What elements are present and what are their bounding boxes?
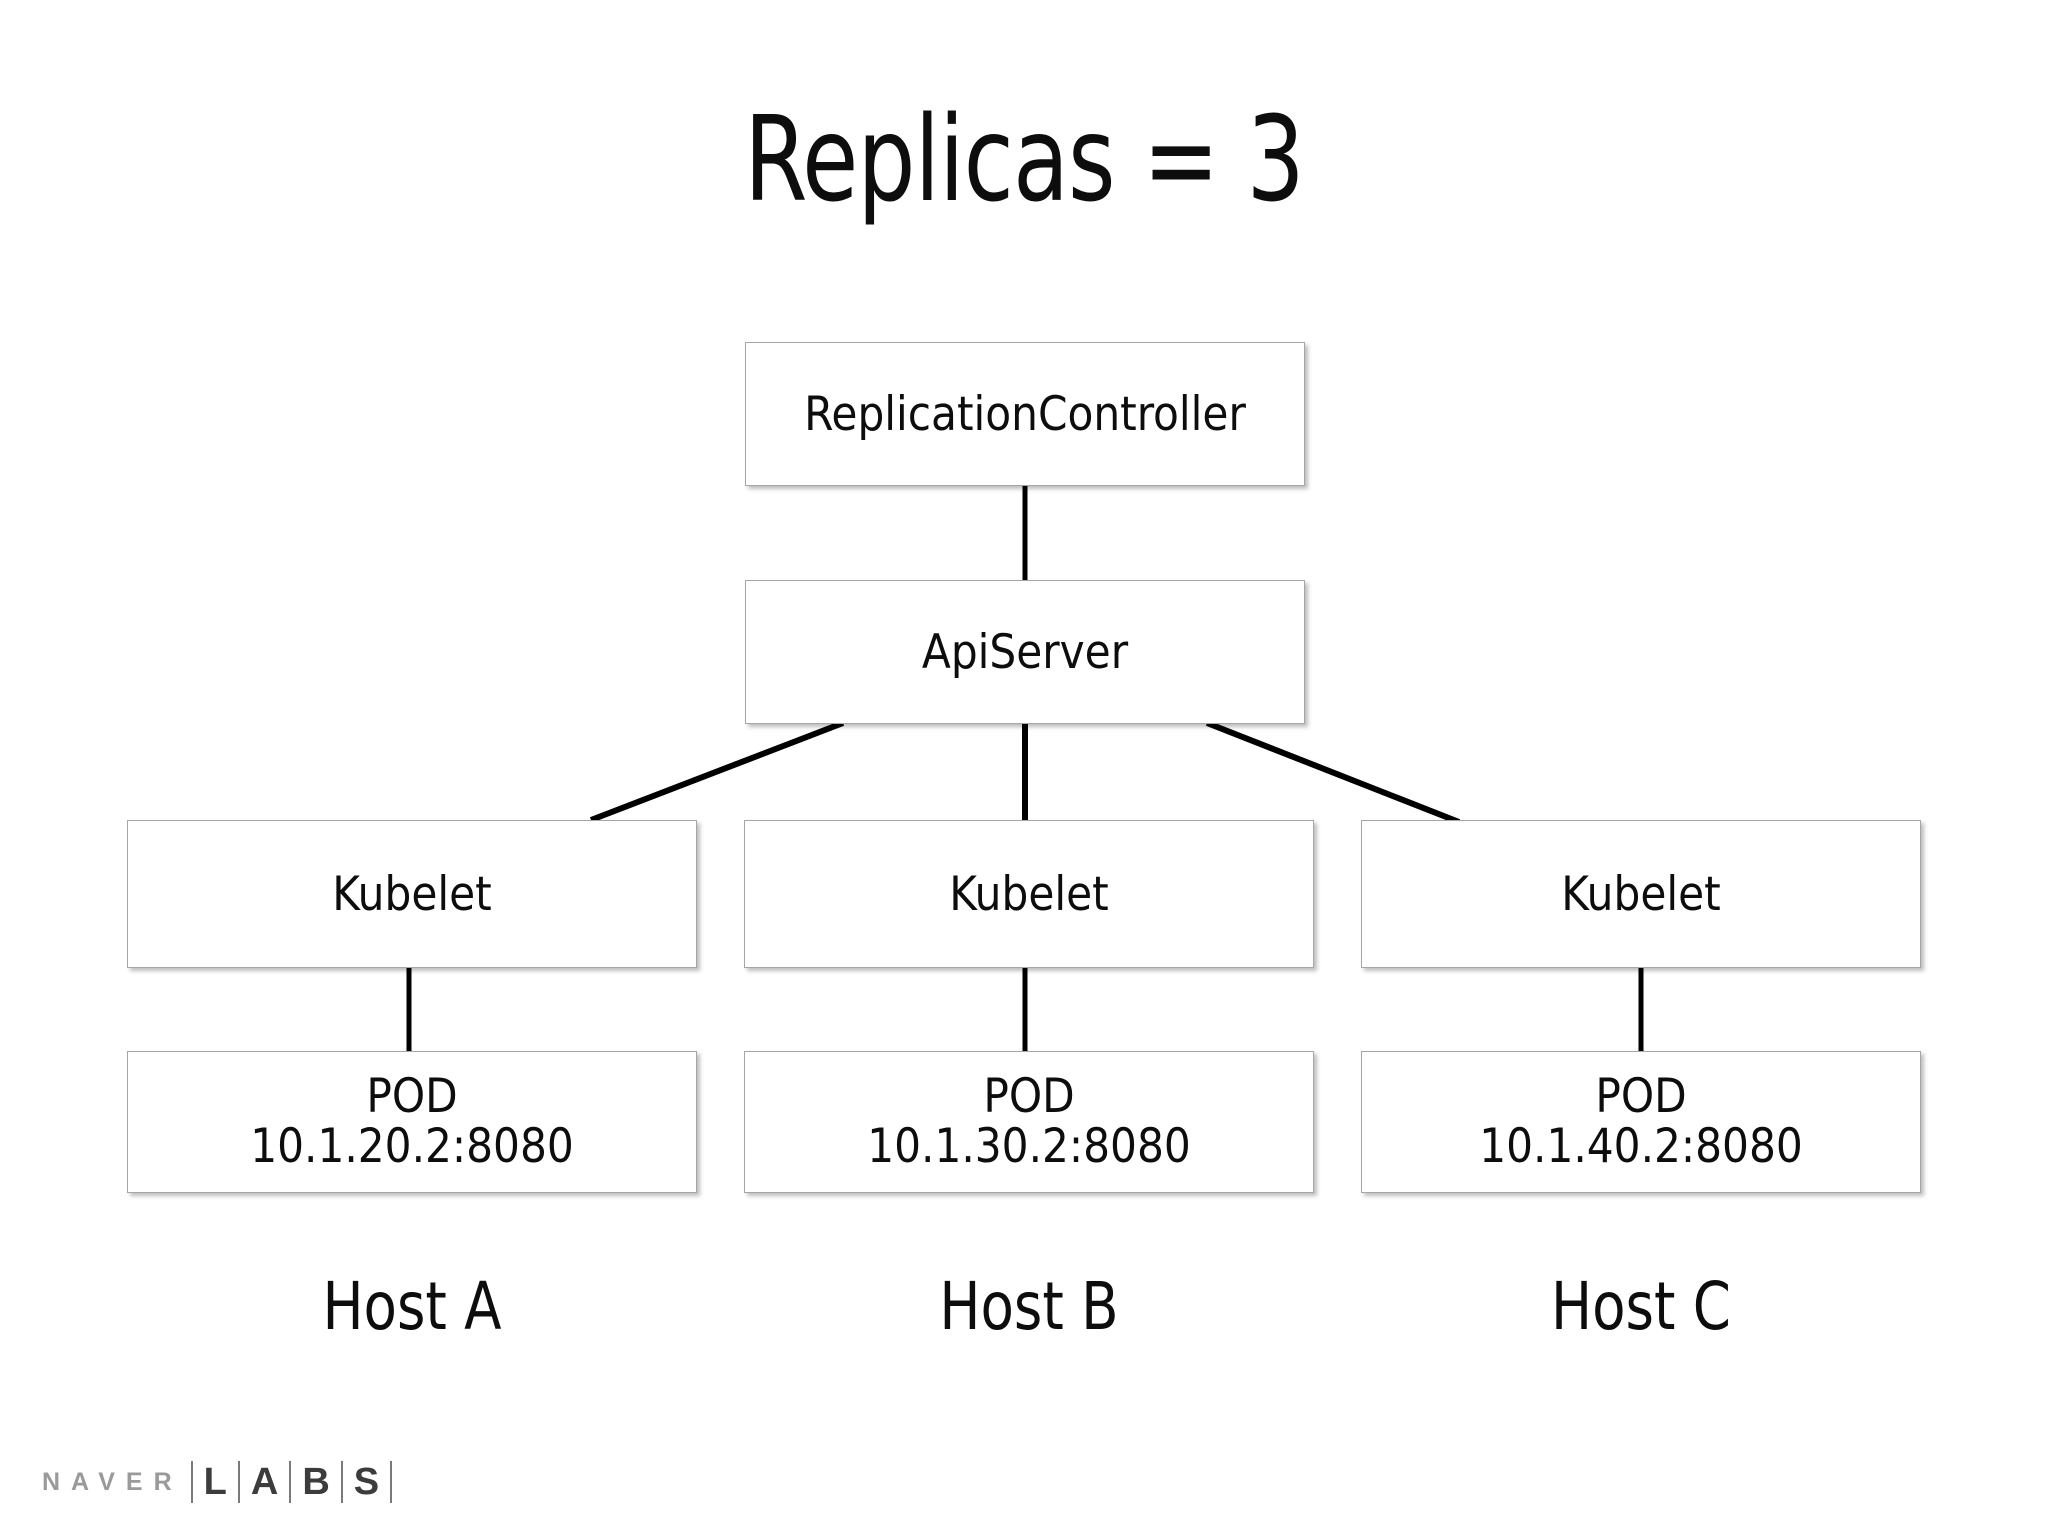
node-kubelet-host-b[interactable]: Kubelet [744, 820, 1314, 968]
node-pod-host-a-address: 10.1.20.2:8080 [250, 1119, 574, 1174]
node-pod-host-a-title: POD [366, 1068, 458, 1124]
logo-separator-bar [340, 1461, 343, 1503]
edge-apiserver-to-kubelet-a [589, 720, 845, 823]
node-kubelet-host-c-label: Kubelet [1561, 866, 1721, 922]
naver-labs-logo: NAVER L A B S [42, 1456, 393, 1508]
node-pod-host-c[interactable]: POD 10.1.40.2:8080 [1361, 1051, 1921, 1193]
page-title: Replicas = 3 [744, 90, 1305, 228]
logo-separator-bar [237, 1461, 240, 1503]
node-pod-host-a[interactable]: POD 10.1.20.2:8080 [127, 1051, 697, 1193]
node-pod-host-c-title: POD [1595, 1068, 1687, 1124]
node-kubelet-host-c[interactable]: Kubelet [1361, 820, 1921, 968]
node-kubelet-host-a[interactable]: Kubelet [127, 820, 697, 968]
node-pod-host-b[interactable]: POD 10.1.30.2:8080 [744, 1051, 1314, 1193]
logo-letter-l: L [203, 1461, 227, 1503]
logo-letter-s: S [353, 1461, 380, 1503]
host-label-b: Host B [939, 1268, 1119, 1345]
logo-letter-b: B [302, 1461, 330, 1503]
logo-separator-bar [289, 1461, 292, 1503]
node-api-server[interactable]: ApiServer [745, 580, 1305, 724]
logo-separator-bar [390, 1461, 393, 1503]
node-pod-host-c-address: 10.1.40.2:8080 [1479, 1119, 1803, 1174]
host-label-c: Host C [1551, 1268, 1731, 1345]
node-replication-controller[interactable]: ReplicationController [745, 342, 1305, 486]
node-api-server-label: ApiServer [921, 624, 1129, 680]
logo-brand-text: NAVER [42, 1467, 183, 1496]
node-kubelet-host-b-label: Kubelet [949, 866, 1109, 922]
host-label-a: Host A [322, 1268, 502, 1345]
node-pod-host-b-title: POD [983, 1068, 1075, 1124]
edge-apiserver-to-kubelet-c [1205, 720, 1461, 825]
node-pod-host-b-address: 10.1.30.2:8080 [867, 1119, 1191, 1174]
node-replication-controller-label: ReplicationController [804, 386, 1246, 442]
logo-letter-a: A [250, 1461, 279, 1503]
node-kubelet-host-a-label: Kubelet [332, 866, 492, 922]
logo-labs-group: L A B S [190, 1461, 393, 1503]
logo-separator-bar [190, 1461, 193, 1503]
